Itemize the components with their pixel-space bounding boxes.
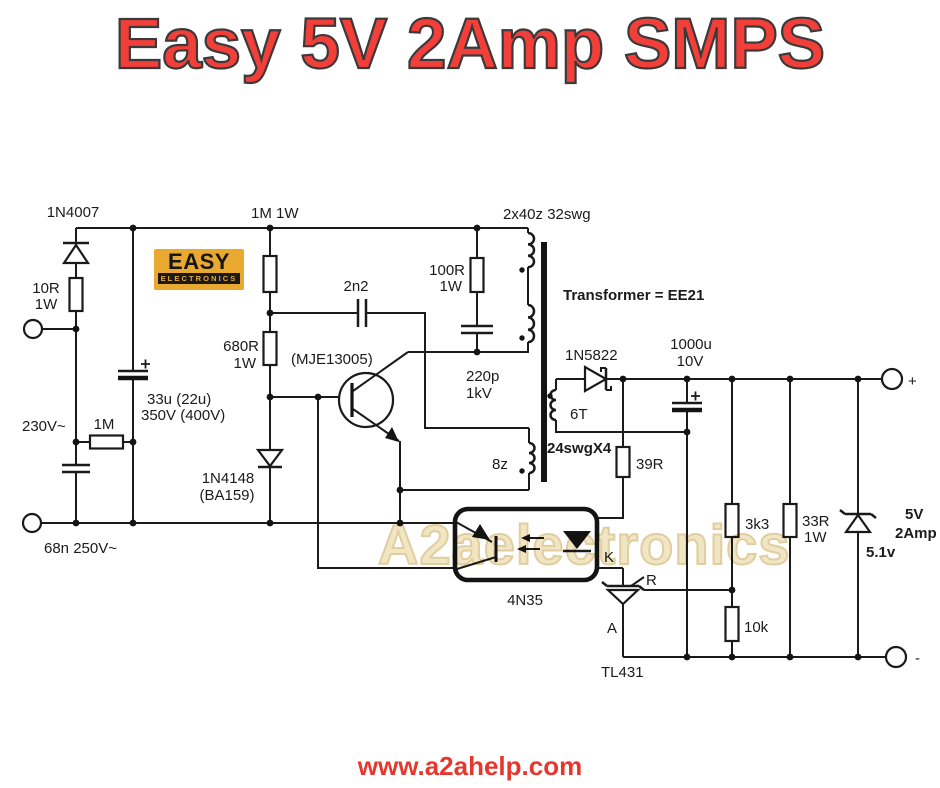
resistor-1M-1W — [262, 254, 278, 294]
label-sec-wire: 24swgX4 — [547, 440, 612, 457]
label-c5-val: 1000u — [670, 336, 712, 353]
transistor-mje13005 — [337, 351, 409, 442]
opto-led — [563, 531, 591, 553]
label-r1-pw: 1W — [35, 296, 58, 313]
label-r4-pw: 1W — [234, 355, 257, 372]
label-aux-turns: 8z — [492, 456, 508, 473]
label-r3: 1M 1W — [251, 205, 299, 222]
diode-1N4007 — [61, 241, 91, 265]
label-c3: 2n2 — [343, 278, 368, 295]
resistor-1M — [88, 434, 125, 450]
junction-dots — [72, 224, 862, 661]
label-r7: 3k3 — [745, 516, 769, 533]
component-labels: 1N4007 10R 1W 230V~ 1M 33u (22u) 350V (4… — [22, 204, 937, 681]
label-pin-a: A — [607, 620, 617, 637]
emitter-arrow — [385, 427, 399, 442]
aux-winding-coil — [528, 441, 536, 475]
output-terminal-minus — [884, 645, 908, 669]
label-c2: 68n 250V~ — [44, 540, 117, 557]
label-q1: (MJE13005) — [291, 351, 373, 368]
resistor-680R — [262, 330, 278, 367]
primary-winding-coil — [527, 231, 536, 344]
zener-diode-5v1 — [839, 509, 877, 534]
label-r9: 10k — [744, 619, 769, 636]
polarity-dot — [519, 267, 525, 273]
resistor-39R — [615, 445, 631, 479]
diode-1N5822 — [583, 365, 612, 393]
label-r2: 1M — [94, 416, 115, 433]
label-transformer: Transformer = EE21 — [563, 287, 704, 304]
logo-text-electronics: ELECTRONICS — [157, 273, 241, 285]
label-d3-alt: (BA159) — [199, 487, 254, 504]
label-c1-volt: 350V (400V) — [141, 407, 225, 424]
watermark: A2aelectronics — [377, 512, 791, 577]
label-out-v: 5V — [905, 506, 923, 523]
label-mains: 230V~ — [22, 418, 66, 435]
label-primary: 2x40z 32swg — [503, 206, 591, 223]
label-minus: - — [915, 650, 920, 667]
cap-220p — [461, 324, 493, 335]
polarity-dot — [519, 468, 525, 474]
label-r8-pw: 1W — [804, 529, 827, 546]
diodes — [61, 241, 877, 534]
label-d2: 1N5822 — [565, 347, 618, 364]
output-terminal-plus — [880, 367, 904, 391]
light-arrows — [517, 534, 544, 553]
optocoupler-4n35 — [452, 506, 600, 583]
secondary-wires — [555, 378, 886, 658]
phototransistor-arrow — [472, 524, 490, 540]
shunt-regulator-tl431 — [601, 576, 645, 606]
page-title: Easy 5V 2Amp SMPS — [114, 4, 827, 85]
label-opto: 4N35 — [507, 592, 543, 609]
label-c5-volt: 10V — [677, 353, 704, 370]
polarity-dot — [547, 393, 553, 399]
label-zener: 5.1v — [866, 544, 896, 561]
resistor-10R — [68, 276, 84, 313]
label-plus: + — [908, 373, 917, 390]
cap-2n2 — [356, 299, 368, 327]
resistor-100R — [469, 256, 485, 294]
label-r1-val: 10R — [32, 280, 60, 297]
resistor-33R — [782, 502, 798, 539]
diode-1N4148 — [255, 448, 285, 469]
transformer-core — [541, 242, 547, 482]
footer-url: www.a2ahelp.com — [357, 751, 583, 781]
label-r6: 39R — [636, 456, 664, 473]
cap-68n — [62, 463, 90, 474]
easy-electronics-logo: EASY ELECTRONICS — [154, 249, 244, 290]
terminals — [21, 318, 908, 669]
cap-1000u-plus — [691, 391, 700, 401]
label-out-i: 2Amp — [895, 525, 937, 542]
label-d1: 1N4007 — [47, 204, 100, 221]
resistor-3k3 — [724, 502, 740, 539]
polarity-dot — [519, 335, 525, 341]
capacitors — [62, 299, 702, 474]
label-pin-r: R — [646, 572, 657, 589]
resistors — [68, 254, 798, 643]
label-sec-turns: 6T — [570, 406, 588, 423]
resistor-10k — [724, 605, 740, 643]
label-c4-val: 220p — [466, 368, 499, 385]
label-r5-pw: 1W — [440, 278, 463, 295]
logo-text-easy: EASY — [168, 249, 230, 274]
transformer — [519, 228, 557, 482]
label-r4-val: 680R — [223, 338, 259, 355]
cap-33u-plus — [141, 359, 150, 369]
label-d3: 1N4148 — [202, 470, 255, 487]
label-pin-k: K — [604, 549, 614, 566]
label-u2: TL431 — [601, 664, 644, 681]
label-r8-val: 33R — [802, 513, 830, 530]
label-c1-val: 33u (22u) — [147, 391, 211, 408]
label-c4-volt: 1kV — [466, 385, 492, 402]
input-terminal-live — [22, 318, 44, 340]
label-r5-val: 100R — [429, 262, 465, 279]
input-terminal-neutral — [21, 512, 43, 534]
